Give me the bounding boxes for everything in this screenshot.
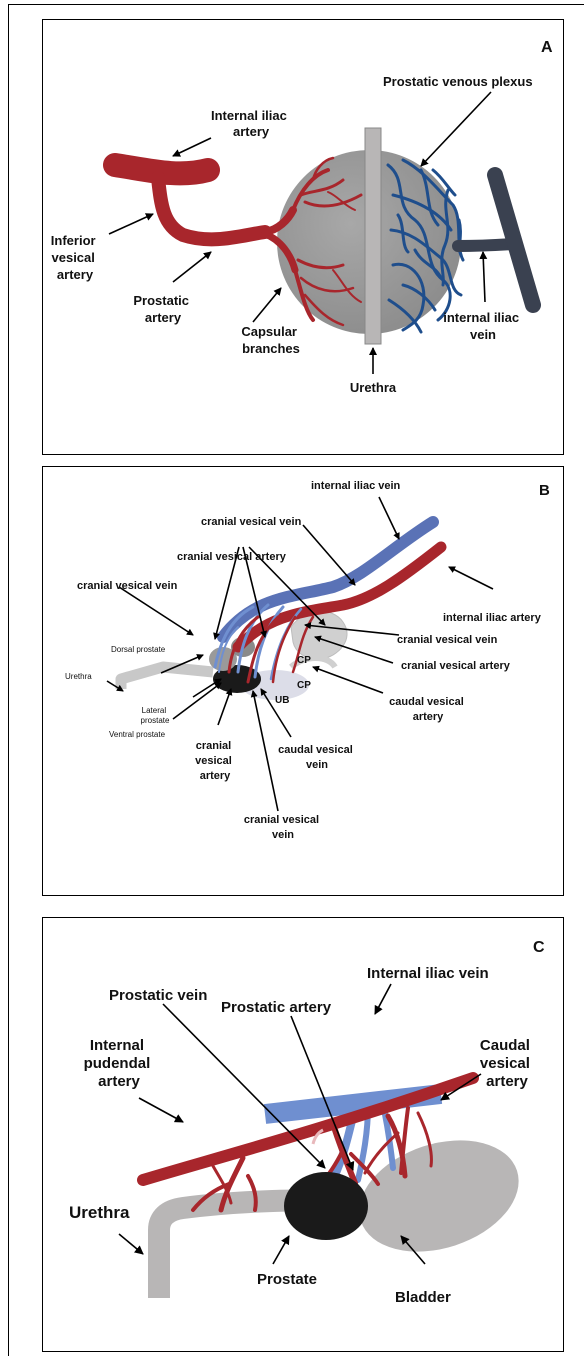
inferior-vesical-artery [158, 178, 265, 239]
panel-b-arrows [107, 497, 493, 811]
label-b-cranial-vesical-vein-left: cranial vesical vein [77, 580, 178, 592]
label-c-prostate: Prostate [257, 1271, 317, 1288]
label-urethra: Urethra [350, 380, 397, 395]
bladder-shape [345, 1121, 533, 1271]
panel-a-letter: A [541, 39, 553, 56]
label-b-cranial-vesical-artery-top: cranial vesical artery [177, 551, 287, 563]
label-b-ub: UB [275, 695, 289, 706]
panel-c-diagram: C Internal iliac vein P [43, 918, 565, 1353]
label-inferior-vesical-artery: Inferior vesical artery [51, 233, 99, 282]
label-b-cp-upper: CP [297, 655, 311, 666]
label-prostatic-venous-plexus: Prostatic venous plexus [383, 74, 533, 89]
label-c-internal-pudendal-artery: Internal pudendal artery [84, 1037, 155, 1090]
label-c-internal-iliac-vein: Internal iliac vein [367, 965, 489, 982]
label-b-internal-iliac-artery: internal iliac artery [443, 612, 542, 624]
label-b-cranial-vesical-vein-bottom: cranial vesical vein [244, 814, 322, 841]
panel-b-letter: B [539, 482, 550, 499]
internal-iliac-vein-branch [458, 244, 513, 246]
label-b-cp-lower: CP [297, 680, 311, 691]
label-b-cranial-vesical-artery-right: cranial vesical artery [401, 660, 511, 672]
label-internal-iliac-vein: internal iliac vein [443, 310, 523, 342]
panel-a: A [42, 19, 564, 455]
label-b-cranial-vesical-artery-bottom: cranial vesical artery [195, 740, 235, 782]
label-b-cranial-vesical-vein-right: cranial vesical vein [397, 634, 498, 646]
label-prostatic-artery: Prostatic artery [133, 293, 192, 325]
label-b-lateral-prostate: Lateral prostate [141, 706, 170, 725]
label-b-cranial-vesical-vein-top: cranial vesical vein [201, 516, 302, 528]
label-b-caudal-vesical-artery: caudal vesical artery [389, 696, 467, 723]
label-b-urethra: Urethra [65, 672, 92, 681]
label-b-caudal-vesical-vein: caudal vesical vein [278, 744, 356, 771]
panel-b-diagram: B int [43, 467, 565, 897]
label-c-urethra: Urethra [69, 1203, 130, 1222]
panel-b: B int [42, 466, 564, 896]
label-internal-iliac-artery: Internal iliac artery [211, 108, 291, 139]
label-c-prostatic-artery: Prostatic artery [221, 999, 332, 1016]
panel-c-letter: C [533, 939, 545, 956]
label-c-prostatic-vein: Prostatic vein [109, 987, 207, 1004]
panel-a-diagram: A [43, 20, 565, 456]
label-capsular-branches: Capsular branches [241, 324, 300, 356]
panel-c: C Internal iliac vein P [42, 917, 564, 1352]
label-b-dorsal-prostate: Dorsal prostate [111, 645, 166, 654]
prostate-shape [284, 1172, 368, 1240]
label-c-bladder: Bladder [395, 1289, 451, 1306]
label-c-caudal-vesical-artery: Caudal vesical artery [480, 1037, 534, 1090]
urethra [365, 128, 381, 344]
label-b-ventral-prostate: Ventral prostate [109, 730, 166, 739]
label-b-internal-iliac-vein: internal iliac vein [311, 480, 401, 492]
